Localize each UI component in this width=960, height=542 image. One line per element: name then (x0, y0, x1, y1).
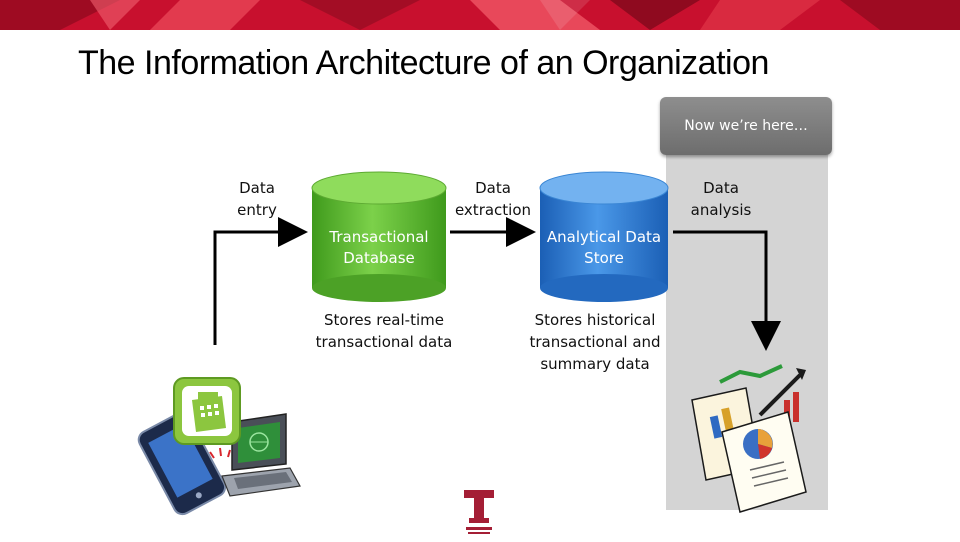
transactional-database-cylinder (311, 171, 447, 302)
data-entry-arrow (213, 217, 308, 345)
temple-logo-icon (462, 488, 498, 538)
callout-now-here: Now we’re here… (660, 97, 832, 155)
analytical-store-cylinder (539, 171, 669, 302)
data-analysis-arrow (673, 230, 781, 351)
header-banner (0, 0, 960, 30)
reports-chart-icon (691, 364, 807, 513)
cash-register-icon (173, 377, 241, 459)
smartphone-icon (137, 411, 227, 516)
page-title: The Information Architecture of an Organ… (78, 44, 769, 82)
laptop-icon (221, 413, 301, 497)
